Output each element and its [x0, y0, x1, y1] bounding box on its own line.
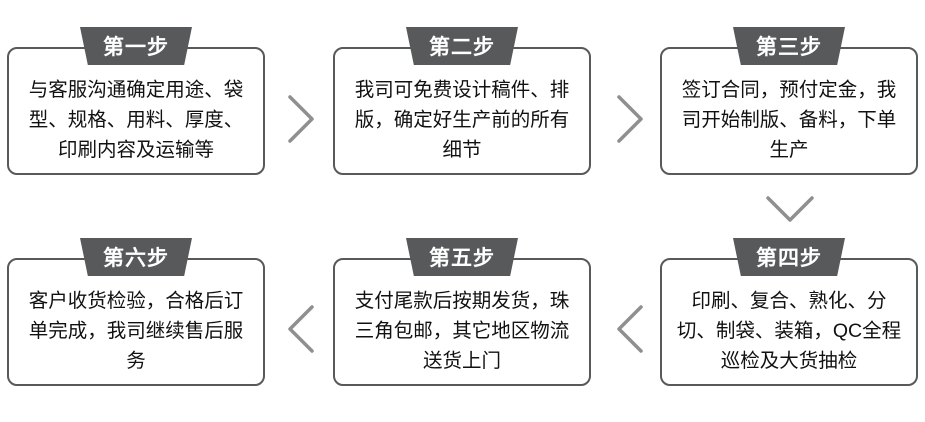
chevron-right-icon: [617, 95, 643, 143]
chevron-left-icon: [617, 305, 643, 353]
step-6-text: 客户收货检验，合格后订单完成，我司继续售后服务: [28, 290, 244, 372]
step-card-3: 第三步 签订合同，预付定金，我司开始制版、备料，下单生产: [660, 27, 918, 175]
step-2-label: 第二步: [429, 36, 495, 59]
step-2-ribbon: 第二步: [406, 27, 518, 65]
step-card-2: 第二步 我司可免费设计稿件、排版，确定好生产前的所有细节: [333, 27, 591, 175]
step-5-text: 支付尾款后按期发货，珠三角包邮，其它地区物流送货上门: [354, 290, 570, 372]
step-2-text: 我司可免费设计稿件、排版，确定好生产前的所有细节: [354, 79, 570, 161]
step-5-ribbon: 第五步: [406, 238, 518, 276]
step-4-ribbon: 第四步: [733, 238, 845, 276]
step-3-text: 签订合同，预付定金，我司开始制版、备料，下单生产: [681, 79, 897, 161]
step-5-label: 第五步: [429, 247, 495, 270]
chevron-right-icon: [288, 95, 314, 143]
chevron-left-icon: [288, 305, 314, 353]
step-1-text: 与客服沟通确定用途、袋型、规格、用料、厚度、印刷内容及运输等: [28, 79, 244, 161]
step-card-4: 第四步 印刷、复合、熟化、分切、制袋、装箱，QC全程巡检及大货抽检: [660, 238, 918, 386]
step-6-label: 第六步: [103, 247, 169, 270]
step-card-5: 第五步 支付尾款后按期发货，珠三角包邮，其它地区物流送货上门: [333, 238, 591, 386]
step-3-label: 第三步: [756, 36, 822, 59]
step-6-ribbon: 第六步: [80, 238, 192, 276]
step-card-6: 第六步 客户收货检验，合格后订单完成，我司继续售后服务: [7, 238, 265, 386]
step-4-text: 印刷、复合、熟化、分切、制袋、装箱，QC全程巡检及大货抽检: [676, 290, 902, 372]
step-3-ribbon: 第三步: [733, 27, 845, 65]
step-4-label: 第四步: [756, 247, 822, 270]
step-1-ribbon: 第一步: [80, 27, 192, 65]
chevron-down-icon: [766, 196, 814, 222]
step-1-label: 第一步: [103, 36, 169, 59]
step-card-1: 第一步 与客服沟通确定用途、袋型、规格、用料、厚度、印刷内容及运输等: [7, 27, 265, 175]
